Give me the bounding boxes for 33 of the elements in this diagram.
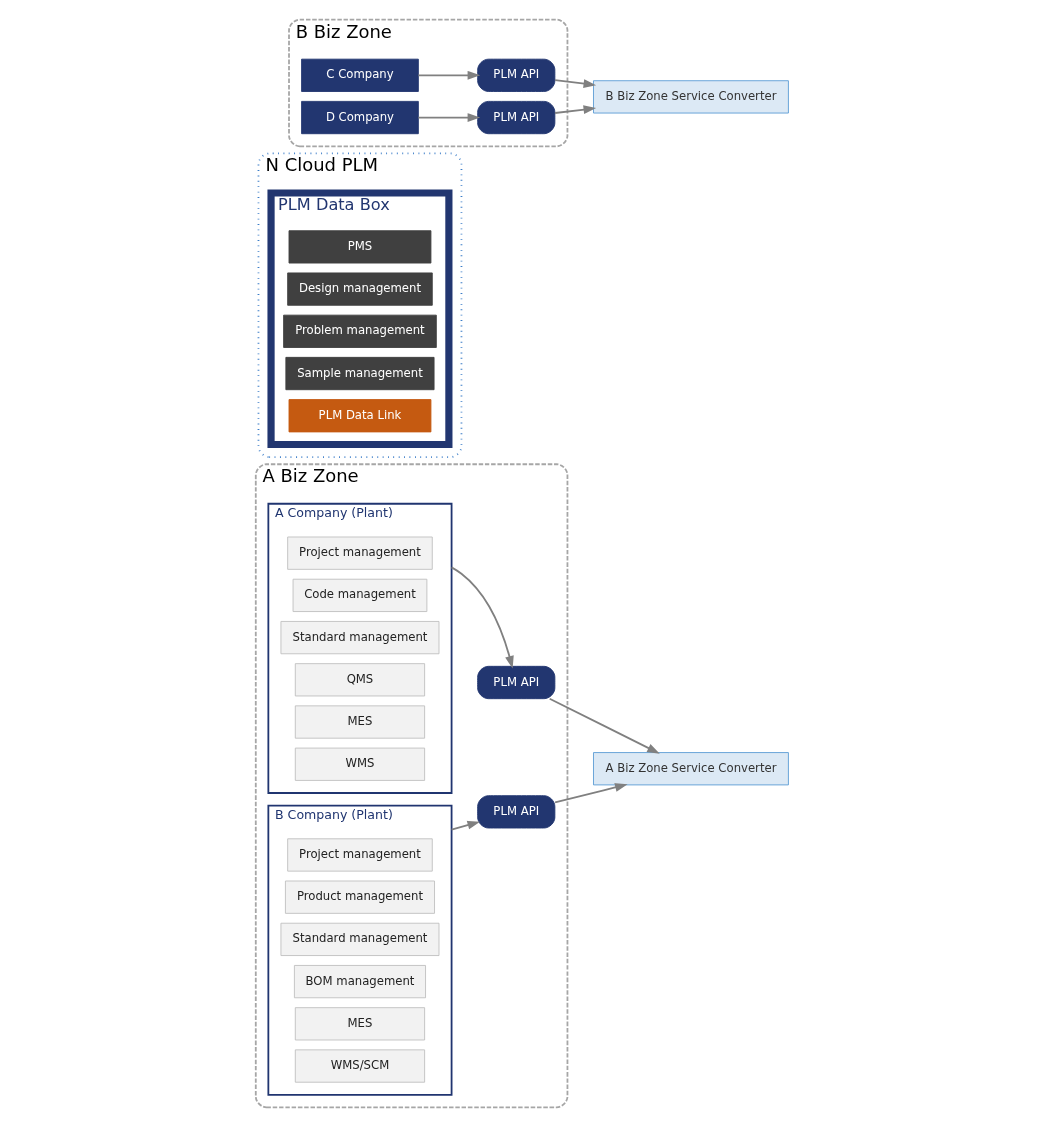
node-box: Design management (287, 272, 433, 306)
node-box: Standard management (280, 922, 440, 956)
arrow (450, 566, 514, 669)
node-box: MES (294, 705, 426, 739)
node-box: Project management (287, 536, 433, 570)
arrow (548, 697, 660, 754)
node-box: WMS (294, 747, 426, 781)
node-box: PLM API (477, 100, 556, 135)
node-box: MES (294, 1007, 426, 1041)
node-box: Code management (292, 578, 428, 612)
node-box: BOM management (293, 965, 426, 999)
arrow (554, 79, 597, 88)
node-box: C Company (301, 58, 419, 92)
node-box: Sample management (285, 356, 435, 391)
node-box: Product management (284, 880, 435, 914)
node-box: Project management (287, 838, 433, 872)
node-box: Standard management (280, 620, 440, 655)
node-box: PLM API (477, 58, 556, 92)
node-box: PLM API (477, 795, 556, 829)
arrow (417, 113, 481, 122)
node-box: B Biz Zone Service Converter (593, 80, 789, 114)
arrow (554, 783, 628, 804)
arrow (554, 105, 597, 114)
node-box: Problem management (283, 314, 437, 348)
node-box: WMS/SCM (294, 1049, 426, 1083)
node-box: PLM Data Link (288, 399, 432, 433)
node-box: PLM API (477, 665, 556, 700)
node-box: PMS (288, 230, 432, 264)
arrow (450, 820, 481, 831)
arrow (417, 70, 481, 80)
node-box: QMS (294, 663, 426, 697)
node-box: A Biz Zone Service Converter (593, 752, 789, 786)
node-box: D Company (301, 100, 419, 135)
